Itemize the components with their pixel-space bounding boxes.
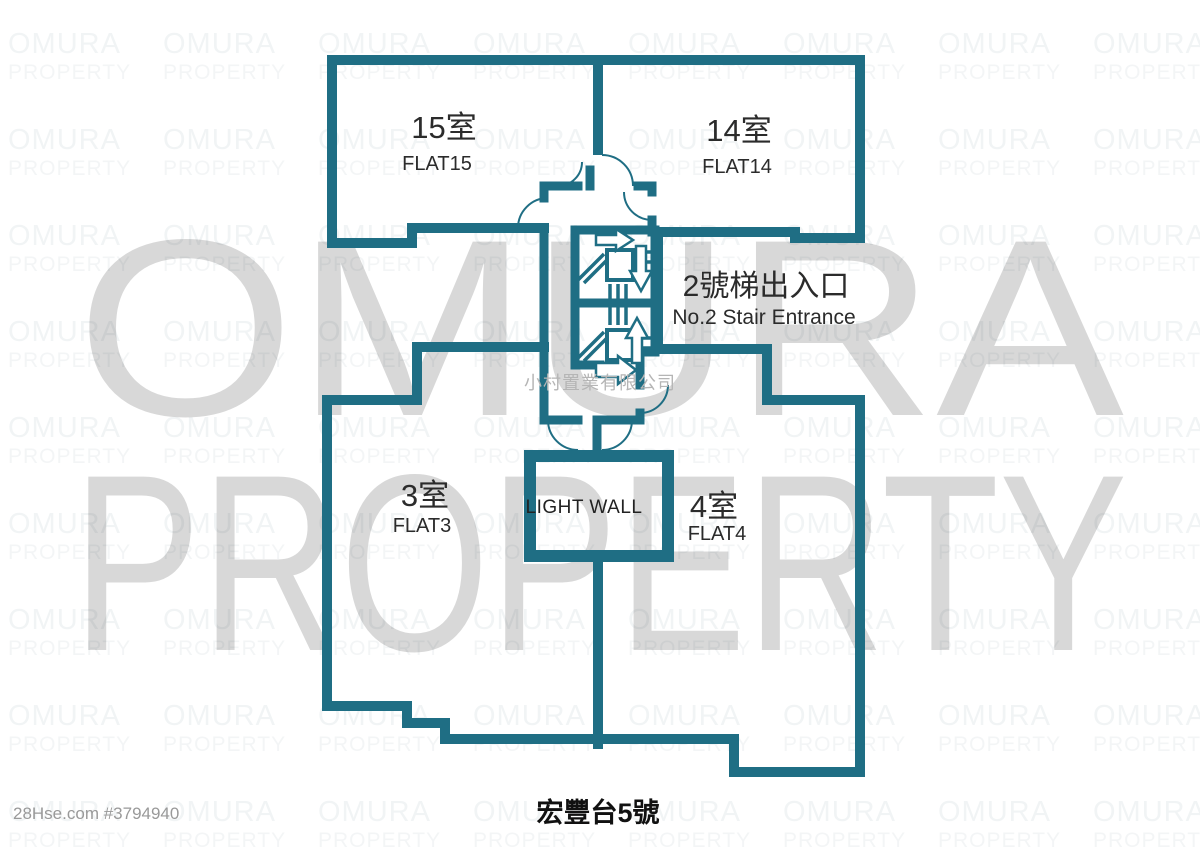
stair-break-lines-upper bbox=[576, 252, 609, 285]
stair-break-lines-lower bbox=[576, 330, 609, 363]
door-arc-top-right-leaf bbox=[601, 154, 634, 187]
stair-arrow-up bbox=[623, 315, 651, 365]
flat4-label-zh: 4室 bbox=[690, 489, 738, 524]
door-arc-flat4 bbox=[639, 384, 669, 414]
flat15-label-zh: 15室 bbox=[411, 110, 476, 145]
light-wall-label: LIGHT WALL bbox=[526, 497, 643, 518]
flat3-walls bbox=[322, 342, 605, 744]
stair-arrow-right-top bbox=[594, 226, 636, 254]
stair-arrow-down bbox=[627, 244, 655, 294]
flat15-walls bbox=[327, 55, 603, 248]
building-name: 宏豐台5號 bbox=[536, 797, 659, 828]
flat15-label-en: FLAT15 bbox=[402, 153, 472, 175]
stair-entrance-label-zh: 2號梯出入口 bbox=[683, 270, 850, 303]
stair-treads-upper bbox=[608, 250, 652, 301]
staircase bbox=[576, 226, 655, 387]
door-arc-flat15 bbox=[517, 197, 549, 229]
flat3-label-zh: 3室 bbox=[401, 478, 449, 513]
door-arc-lower-right-leaf bbox=[601, 419, 633, 451]
stair-treads-lower bbox=[608, 307, 652, 350]
plan-walls bbox=[322, 55, 865, 777]
room-labels: 15室 FLAT15 14室 FLAT14 2號梯出入口 No.2 Stair … bbox=[393, 110, 856, 545]
flat4-label-en: FLAT4 bbox=[688, 523, 747, 545]
door-arcs bbox=[517, 154, 669, 451]
door-arc-flat14 bbox=[623, 191, 653, 221]
door-arc-lower-left-leaf bbox=[547, 419, 579, 451]
stair-landing-upper bbox=[605, 248, 635, 282]
company-watermark: 小村置業有限公司 bbox=[524, 373, 676, 393]
door-arc-top-left-leaf bbox=[557, 161, 583, 187]
flat3-label-en: FLAT3 bbox=[393, 515, 452, 537]
flat4-walls bbox=[593, 344, 865, 777]
flat14-label-zh: 14室 bbox=[706, 113, 771, 148]
stair-entrance-label-en: No.2 Stair Entrance bbox=[672, 306, 855, 329]
flat14-label-en: FLAT14 bbox=[702, 156, 772, 178]
stair-arrow-right-bottom bbox=[594, 353, 639, 387]
listing-ref: 28Hse.com #3794940 bbox=[13, 804, 179, 823]
